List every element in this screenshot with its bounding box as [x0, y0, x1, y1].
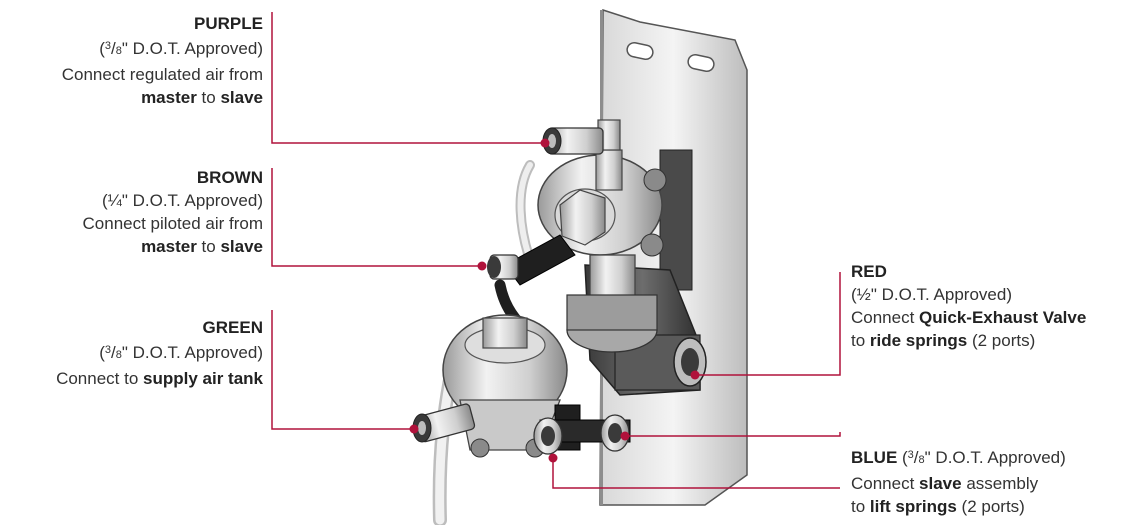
brown-callout: BROWN (¼" D.O.T. Approved) Connect pilot… [0, 166, 263, 258]
blue-callout: BLUE (3/8" D.O.T. Approved) Connect slav… [851, 444, 1121, 518]
brown-port-marker [477, 261, 487, 271]
brown-line2: master to slave [141, 237, 263, 256]
red-leader-line [695, 272, 841, 376]
brown-title: BROWN [196, 168, 263, 187]
purple-title: PURPLE [194, 14, 263, 33]
purple-line2: master to slave [141, 88, 263, 107]
blue-leader-line-1 [625, 432, 841, 437]
green-spec: (3/8" D.O.T. Approved) [99, 343, 263, 362]
purple-port-marker [540, 138, 550, 148]
purple-callout: PURPLE (3/8" D.O.T. Approved) Connect re… [0, 12, 263, 109]
red-line2: to ride springs (2 ports) [851, 331, 1036, 350]
brown-leader-line [271, 168, 482, 267]
blue-line2: to lift springs (2 ports) [851, 497, 1025, 516]
blue-port-marker-1 [620, 431, 630, 441]
red-callout: RED (½" D.O.T. Approved) Connect Quick-E… [851, 260, 1121, 352]
red-line1: Connect Quick-Exhaust Valve [851, 308, 1087, 327]
green-port-marker [409, 424, 419, 434]
blue-leader-line-2 [552, 458, 840, 489]
blue-title: BLUE [851, 448, 898, 467]
blue-port-marker-2 [548, 453, 558, 463]
purple-line1: Connect regulated air from [61, 65, 263, 84]
green-callout: GREEN (3/8" D.O.T. Approved) Connect to … [0, 316, 263, 390]
purple-leader-line [271, 12, 545, 144]
green-leader-line [271, 310, 414, 430]
red-spec: (½" D.O.T. Approved) [851, 285, 1012, 304]
brown-line1: Connect piloted air from [82, 214, 263, 233]
purple-spec: (3/8" D.O.T. Approved) [99, 39, 263, 58]
blue-line0: BLUE (3/8" D.O.T. Approved) [851, 448, 1066, 467]
green-title: GREEN [202, 318, 263, 337]
blue-line1: Connect slave assembly [851, 474, 1039, 493]
brown-spec: (¼" D.O.T. Approved) [102, 191, 263, 210]
red-title: RED [851, 262, 887, 281]
green-line1: Connect to supply air tank [56, 369, 263, 388]
red-port-marker [690, 370, 700, 380]
